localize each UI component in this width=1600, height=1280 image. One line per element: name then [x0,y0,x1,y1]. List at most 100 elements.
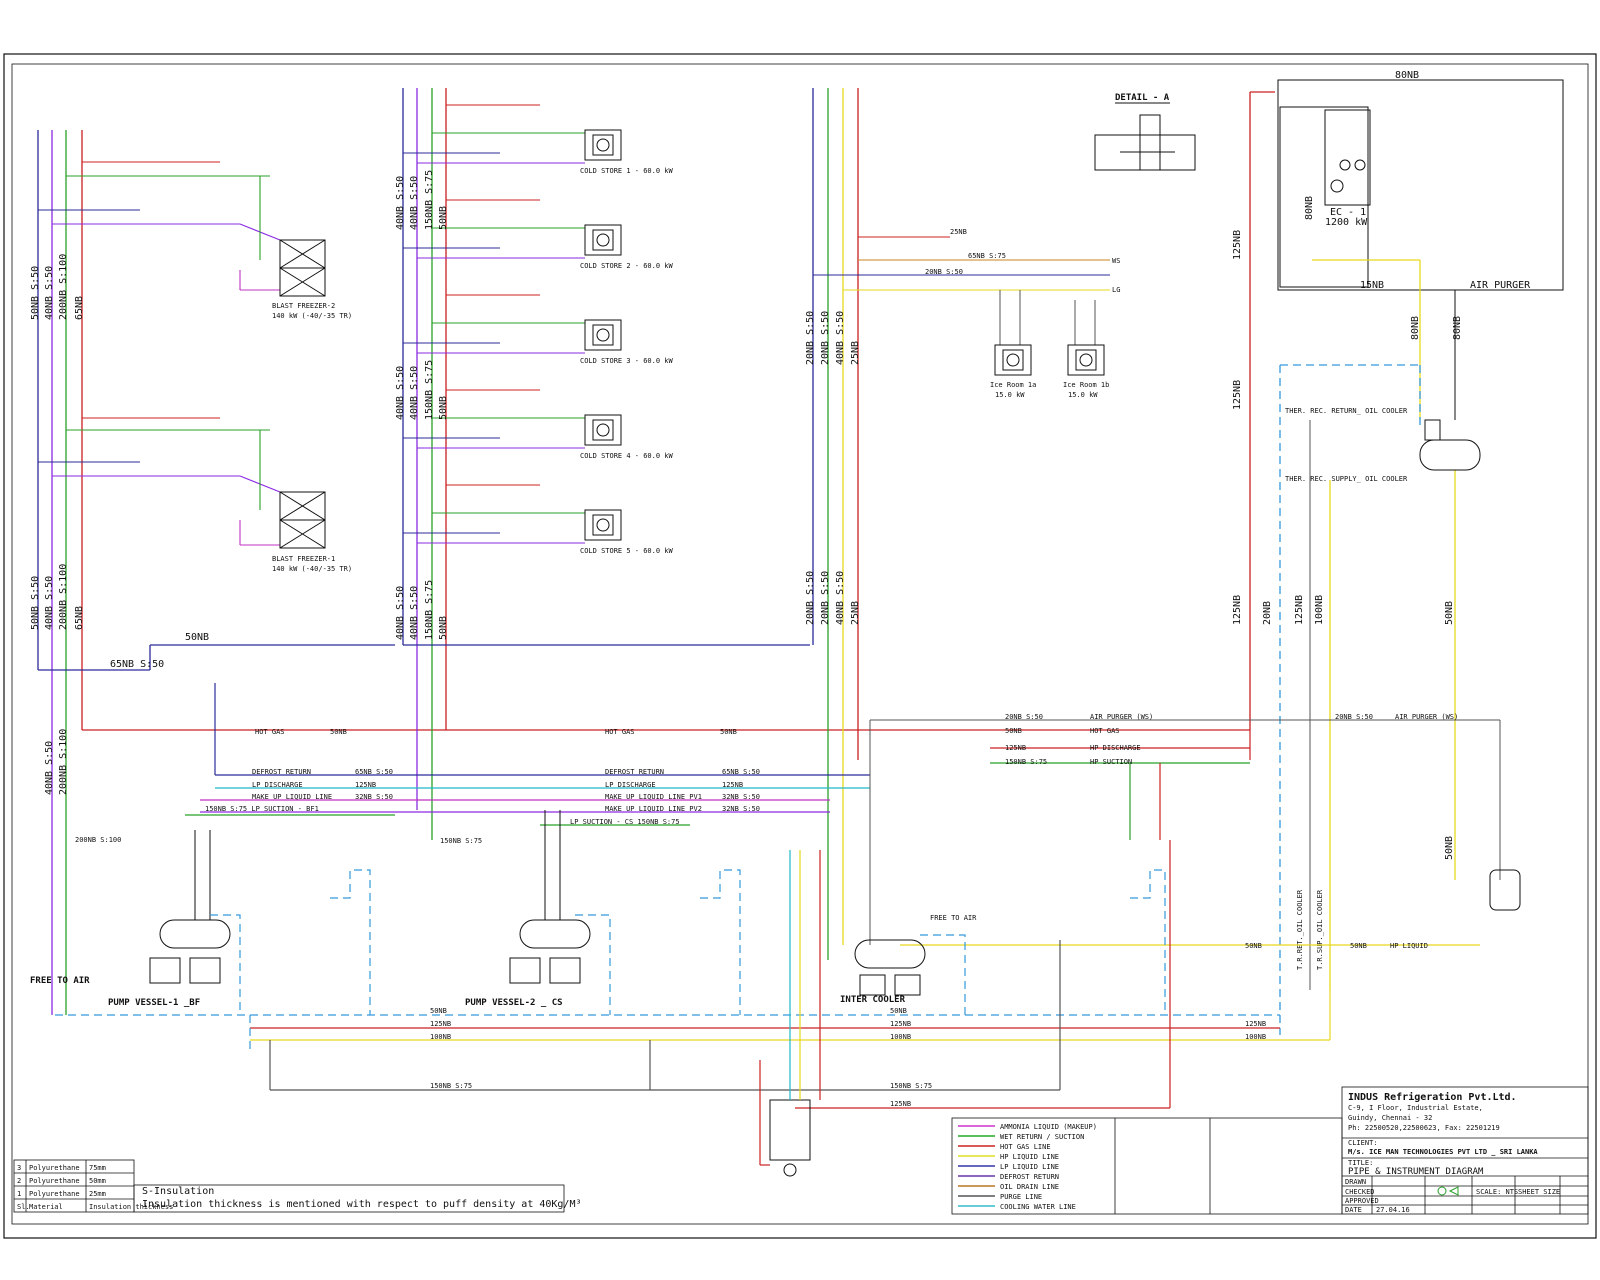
legend-label: COOLING WATER LINE [1000,1203,1076,1211]
company-address2: Guindy, Chennai - 32 [1348,1114,1432,1122]
ins-row-material: Polyurethane [29,1164,80,1172]
ins-row-material: Polyurethane [29,1190,80,1198]
detail-a-label: DETAIL - A [1115,93,1170,103]
nb65-s50-label: 65NB S:50 [110,659,164,670]
svg-text:125NB: 125NB [1005,744,1026,752]
legend-label: LP LIQUID LINE [1000,1163,1059,1171]
ice-room-1b-unit [1067,344,1105,376]
svg-text:50NB: 50NB [438,396,449,420]
svg-text:20NB: 20NB [1262,601,1273,625]
svg-text:100NB: 100NB [1245,1033,1266,1041]
svg-text:40NB S:50: 40NB S:50 [395,586,406,640]
ice-room-1b-kw: 15.0 kW [1068,391,1098,399]
oil-receiver [1419,419,1521,911]
ther-supply-label: THER. REC. SUPPLY_ OIL COOLER [1285,475,1408,483]
insulation-table [13,1159,565,1213]
svg-text:150NB S:75: 150NB S:75 [1005,758,1047,766]
blast-freezer-1-label: BLAST FREEZER-1 [272,555,335,563]
blast-freezer-lines [38,161,281,546]
sheet-border-outer [3,53,1597,1239]
ins-row-no: 2 [17,1177,21,1185]
ice-room-1a-kw: 15.0 kW [995,391,1025,399]
blast-freezer-2-unit [279,239,326,297]
scale-label: SCALE: NTS [1476,1188,1518,1196]
svg-text:100NB: 100NB [430,1033,451,1041]
inter-cooler-label: INTER COOLER [840,995,906,1005]
ins-row-thickness: 50mm [89,1177,106,1185]
svg-text:T.R.SUP._OIL COOLER: T.R.SUP._OIL COOLER [1316,889,1324,970]
svg-text:200NB S:100: 200NB S:100 [58,564,69,630]
svg-text:40NB S:50: 40NB S:50 [409,176,420,230]
svg-text:T.R.RET._OIL COOLER: T.R.RET._OIL COOLER [1296,889,1304,970]
sheet-size-label: SHEET SIZE [1518,1188,1560,1196]
cold-store-unit [584,224,622,256]
legend-label: HOT GAS LINE [1000,1143,1051,1151]
svg-text:80NB: 80NB [1304,196,1315,220]
svg-text:32NB S:50: 32NB S:50 [722,805,760,813]
svg-text:50NB: 50NB [330,728,347,736]
client-label: CLIENT: [1348,1139,1378,1147]
svg-text:200NB S:100: 200NB S:100 [58,254,69,320]
svg-text:HOT GAS: HOT GAS [255,728,285,736]
ic-65nb-label: 65NB S:75 [968,252,1006,260]
ins-row-thickness: Insulation thickness [89,1203,173,1211]
svg-text:100NB: 100NB [890,1033,911,1041]
drawn-label: DRAWN [1345,1178,1366,1186]
svg-text:150NB S:75: 150NB S:75 [440,837,482,845]
cs-riser-labels: 40NB S:50 40NB S:50 150NB S:75 50NB 40NB… [395,170,449,640]
cold-store-label: COLD STORE 3 - 60.0 kW [580,357,674,365]
svg-text:40NB S:50: 40NB S:50 [395,366,406,420]
legend-label: AMMONIA LIQUID (MAKEUP) [1000,1123,1097,1131]
ice-room-lines [813,236,1110,345]
svg-text:65NB: 65NB [74,296,85,320]
ic-riser-labels: 20NB S:50 20NB S:50 40NB S:50 25NB 20NB … [805,311,861,625]
ins-row-material: Polyurethane [29,1177,80,1185]
detail-a-sketch [1094,102,1196,171]
svg-text:20NB S:50: 20NB S:50 [1335,713,1373,721]
svg-text:MAKE UP LIQUID LINE PV1: MAKE UP LIQUID LINE PV1 [605,793,702,801]
middle-labels: HOT GAS 50NB HOT GAS 50NB HOT GAS 50NB D… [75,713,1458,1108]
lg-label: LG [1112,286,1120,294]
cold-store-label: COLD STORE 1 - 60.0 kW [580,167,674,175]
blast-freezer-1-unit [279,491,326,549]
svg-text:125NB: 125NB [1232,380,1243,410]
company-name: INDUS Refrigeration Pvt.Ltd. [1348,1091,1517,1103]
svg-text:200NB S:100: 200NB S:100 [75,836,121,844]
svg-text:20NB S:50: 20NB S:50 [820,311,831,365]
svg-text:HP DISCHARGE: HP DISCHARGE [1090,744,1141,752]
svg-text:80NB: 80NB [1410,316,1421,340]
drawing-title: PIPE & INSTRUMENT DIAGRAM [1348,1167,1484,1177]
inter-cooler [854,939,926,996]
left-riser-labels: 50NB S:50 40NB S:50 200NB S:100 65NB 50N… [30,254,85,795]
date-label: DATE [1345,1206,1362,1214]
svg-text:20NB S:50: 20NB S:50 [805,571,816,625]
svg-text:150NB S:75: 150NB S:75 [430,1082,472,1090]
svg-text:20NB S:50: 20NB S:50 [820,571,831,625]
svg-text:40NB S:50: 40NB S:50 [44,266,55,320]
air-purger-label: AIR PURGER [1470,280,1531,291]
svg-text:DEFROST RETURN: DEFROST RETURN [252,768,311,776]
ins-row-thickness: 75mm [89,1164,106,1172]
svg-text:50NB: 50NB [430,1007,447,1015]
svg-text:MAKE UP LIQUID LINE: MAKE UP LIQUID LINE [252,793,332,801]
nb50-top-label: 50NB [185,632,209,643]
svg-text:AIR PURGER (WS): AIR PURGER (WS) [1395,713,1458,721]
svg-text:125NB: 125NB [1232,595,1243,625]
ice-room-1a-unit [994,344,1032,376]
central-pump-station [769,1099,811,1177]
svg-text:150NB S:75: 150NB S:75 [424,580,435,640]
svg-text:40NB S:50: 40NB S:50 [395,176,406,230]
svg-text:150NB S:75: 150NB S:75 [890,1082,932,1090]
cold-store-unit [584,129,622,161]
svg-text:AIR PURGER (WS): AIR PURGER (WS) [1090,713,1153,721]
svg-text:125NB: 125NB [722,781,743,789]
blast-freezer-1-kw: 140 kW (-40/-35 TR) [272,565,352,573]
right-vertical-labels: 125NB 125NB 125NB 20NB 125NB 100NB 50NB … [1232,196,1463,970]
cold-store-unit [584,319,622,351]
svg-text:25NB: 25NB [850,341,861,365]
cold-store-unit [584,414,622,446]
svg-text:25NB: 25NB [850,601,861,625]
ins-row-thickness: 25mm [89,1190,106,1198]
svg-text:32NB S:50: 32NB S:50 [355,793,393,801]
